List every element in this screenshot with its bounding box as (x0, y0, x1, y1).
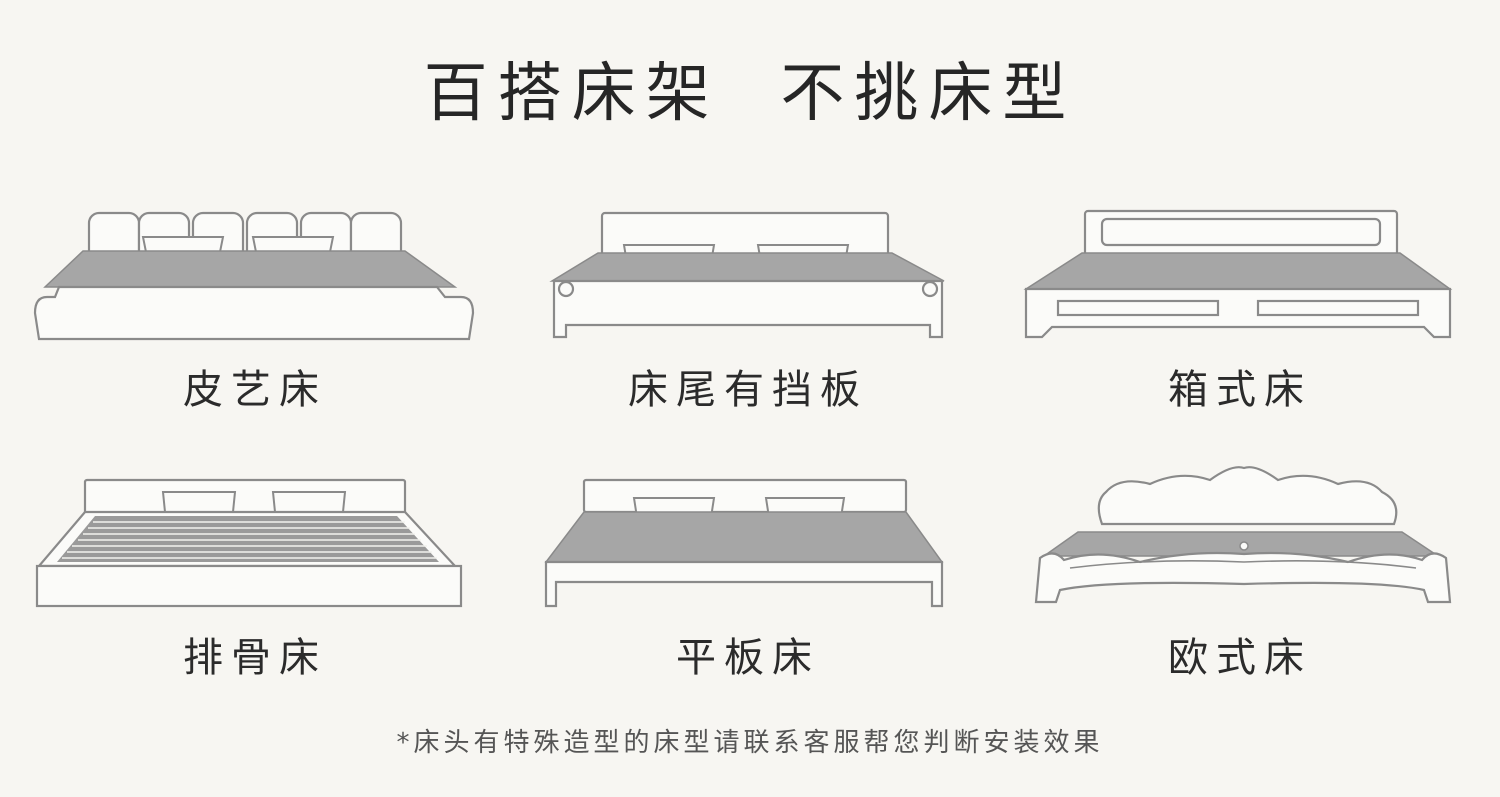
bed-card-footboard: 床尾有挡板 (518, 205, 978, 455)
footboard-bed-icon (549, 211, 945, 339)
european-bed-icon (1034, 466, 1452, 604)
bed-card-platform: 平板床 (518, 470, 978, 720)
page-title: 百搭床架 不挑床型 (423, 57, 1077, 131)
leather-bed-icon (33, 211, 475, 341)
bed-card-european: 欧式床 (1010, 462, 1470, 712)
bed-card-slat: 排骨床 (25, 470, 485, 720)
footnote: *床头有特殊造型的床型请联系客服帮您判断安装效果 (396, 728, 1104, 758)
bed-card-leather: 皮艺床 (25, 205, 485, 455)
bed-card-storage: 箱式床 (1010, 205, 1470, 455)
bed-type-label: 床尾有挡板 (628, 367, 868, 413)
platform-bed-icon (544, 478, 944, 608)
bed-type-label: 箱式床 (1168, 367, 1312, 413)
bed-type-label: 欧式床 (1168, 635, 1312, 681)
slat-bed-icon (35, 478, 463, 608)
bed-type-label: 排骨床 (183, 635, 327, 681)
bed-type-label: 平板床 (676, 635, 820, 681)
bed-type-label: 皮艺床 (183, 367, 327, 413)
storage-bed-icon (1023, 209, 1453, 339)
